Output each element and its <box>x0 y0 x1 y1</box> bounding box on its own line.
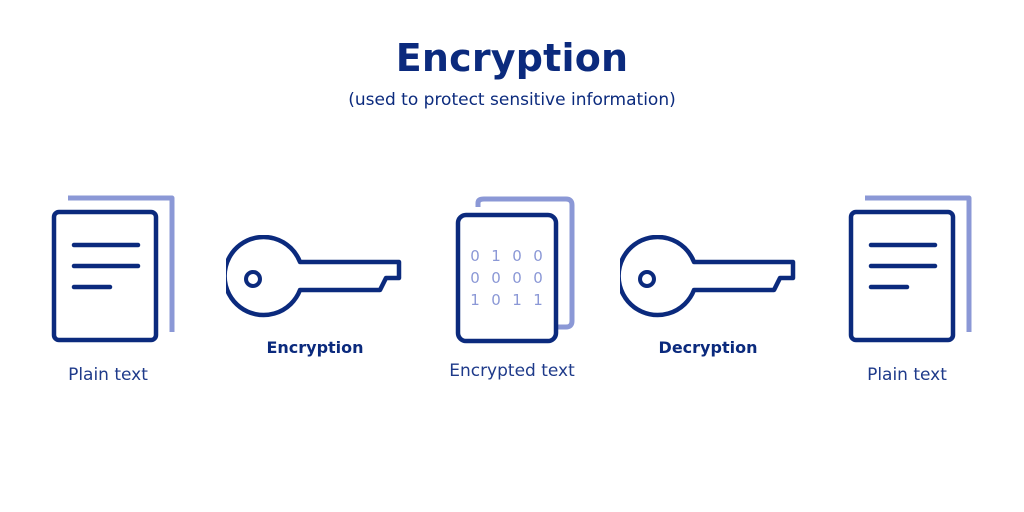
document-icon <box>848 195 972 343</box>
binary-digit: 0 <box>512 269 522 287</box>
document-icon <box>51 195 175 343</box>
step-label-encrypted-text: Encrypted text <box>449 361 575 381</box>
binary-digit: 0 <box>470 247 480 265</box>
binary-digit: 0 <box>491 269 501 287</box>
binary-digit: 0 <box>533 247 543 265</box>
key-icon <box>226 235 402 318</box>
binary-digit: 0 <box>533 269 543 287</box>
step-label-plain-text: Plain text <box>867 365 947 385</box>
key-icon <box>620 235 796 318</box>
binary-digit: 0 <box>470 269 480 287</box>
page-subtitle: (used to protect sensitive information) <box>348 90 676 110</box>
step-label-plain-text: Plain text <box>68 365 148 385</box>
binary-digit: 0 <box>512 247 522 265</box>
binary-digits: 0 1 0 0 0 0 0 0 1 0 1 1 <box>470 247 543 309</box>
binary-document-icon: 0 1 0 0 0 0 0 0 1 0 1 1 <box>455 196 575 344</box>
binary-digit: 1 <box>491 247 501 265</box>
binary-digit: 1 <box>470 291 480 309</box>
binary-digit: 0 <box>491 291 501 309</box>
step-label-decryption: Decryption <box>658 338 758 357</box>
binary-digit: 1 <box>533 291 543 309</box>
page-title: Encryption <box>395 36 629 80</box>
binary-digit: 1 <box>512 291 522 309</box>
step-label-encryption: Encryption <box>266 338 364 357</box>
